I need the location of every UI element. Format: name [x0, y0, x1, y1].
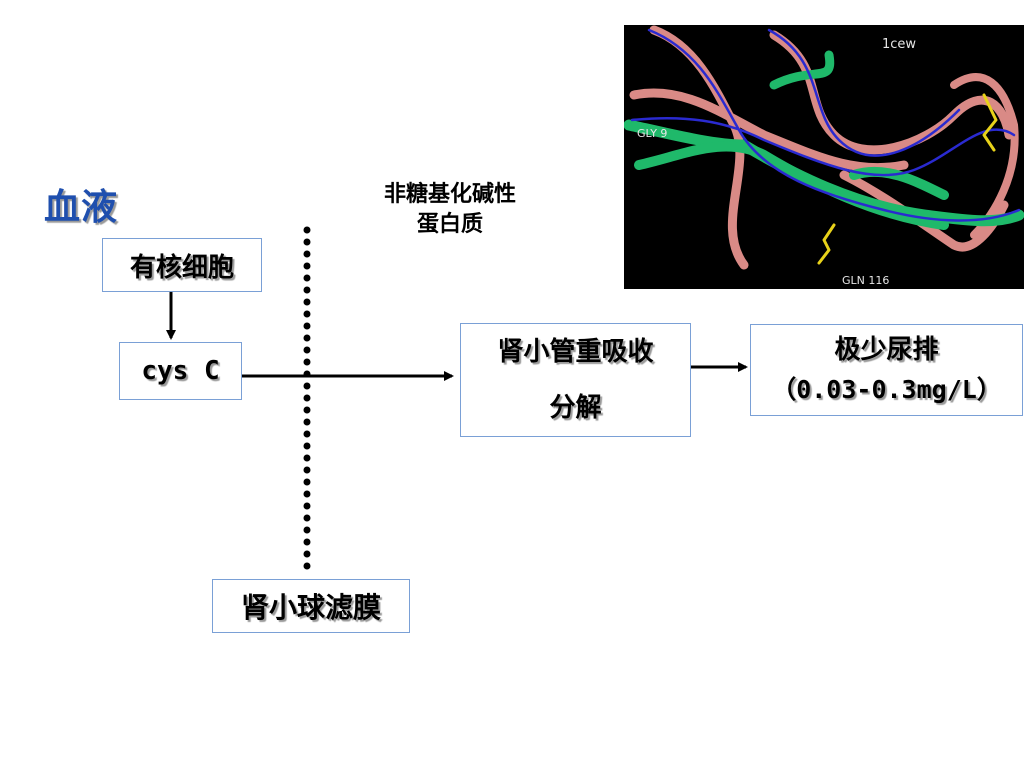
urine-excretion-box: 极少尿排 （0.03-0.3mg/L） — [750, 324, 1023, 416]
pdb-id-label: 1cew — [882, 37, 917, 52]
protein-ribbon-graphic — [623, 25, 1024, 270]
urine-box-line1: 极少尿排 — [834, 335, 939, 365]
tubule-box-line2: 分解 — [549, 393, 602, 423]
tubule-box-line1: 肾小管重吸收 — [497, 337, 654, 367]
residue-end-label: GLN 116 — [842, 274, 890, 287]
blood-title: 血液 — [44, 187, 119, 228]
nucleated-cells-box: 有核细胞 — [102, 238, 262, 292]
protein-description: 非糖基化碱性 蛋白质 — [350, 180, 550, 240]
residue-start-label: GLY 9 — [637, 127, 668, 140]
tubule-reabsorption-box: 肾小管重吸收 分解 — [460, 323, 691, 437]
glomerular-membrane-box: 肾小球滤膜 — [212, 579, 410, 633]
cys-c-box: cys C — [119, 342, 242, 400]
urine-box-line2: （0.03-0.3mg/L） — [771, 375, 1002, 404]
protein-description-line2: 蛋白质 — [416, 212, 483, 237]
protein-description-line1: 非糖基化碱性 — [383, 182, 516, 207]
protein-structure-image: 1cew GLY 9 GLN 116 — [623, 25, 1024, 289]
